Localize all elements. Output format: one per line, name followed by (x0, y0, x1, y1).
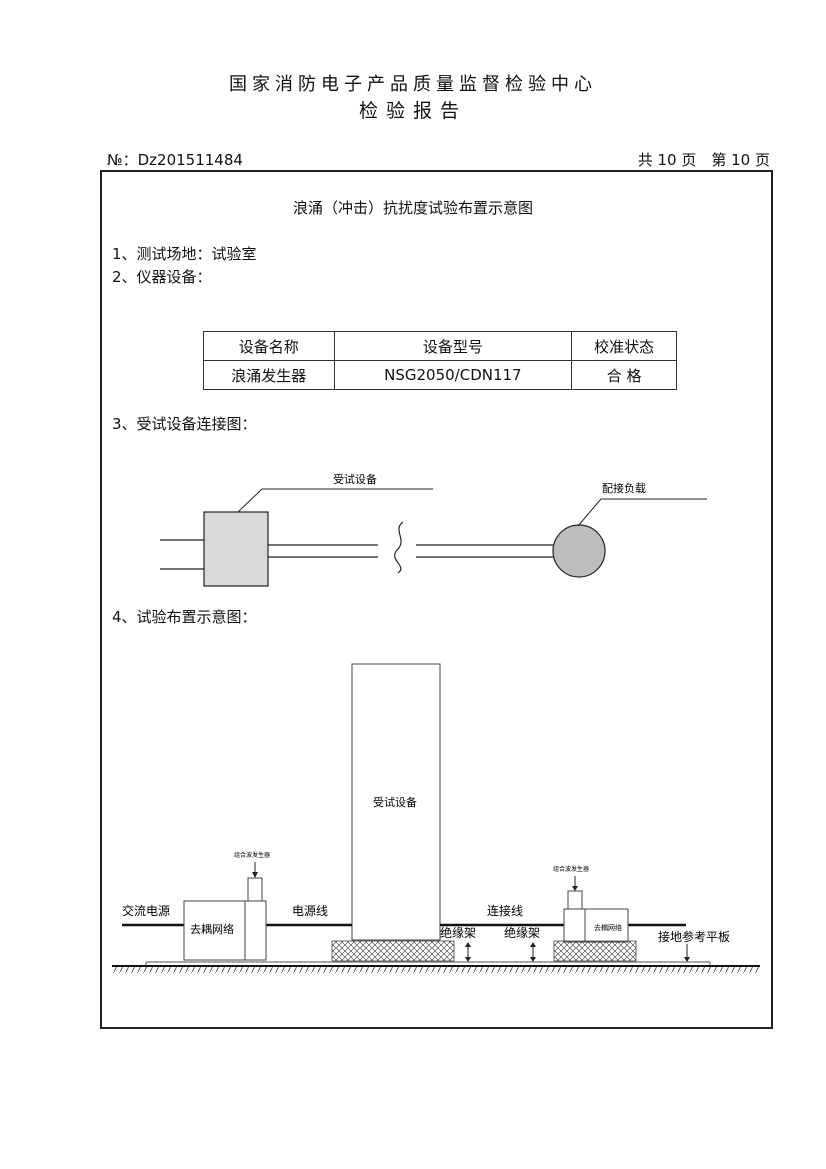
load-circle (552, 524, 606, 578)
equipment-table: 设备名称 设备型号 校准状态 浪涌发生器 NSG2050/CDN117 合 格 (203, 331, 677, 390)
generator-right-label: 组合波发生器 (553, 865, 589, 873)
arrow-down-icon (252, 872, 258, 878)
organization-name: 国家消防电子产品质量监督检验中心 (229, 74, 597, 95)
item-instruments: 2、仪器设备： (112, 268, 212, 286)
report-number: №：Dz201511484 (107, 151, 243, 169)
item-test-site: 1、测试场地：试验室 (112, 245, 257, 263)
ac-power-label: 交流电源 (122, 903, 170, 918)
table-cell: 浪涌发生器 (203, 360, 335, 390)
insulation-label-2: 绝缘架 (504, 925, 540, 940)
connection-line-label: 连接线 (487, 903, 523, 918)
insulation-support-right (553, 940, 637, 962)
decoupling-right-label: 去耦网络 (594, 923, 622, 932)
generator-left-box (247, 877, 263, 902)
layout-eut-box (351, 663, 441, 941)
table-header-cell: 设备型号 (333, 331, 573, 361)
load-label: 配接负载 (602, 481, 646, 495)
eut-label: 受试设备 (333, 472, 377, 486)
decoupling-left-box (183, 900, 267, 961)
ground-hatch (112, 967, 760, 973)
item-layout-diagram: 4、试验布置示意图： (112, 608, 257, 626)
power-line-label: 电源线 (292, 904, 328, 918)
generator-left-label: 组合波发生器 (234, 851, 270, 859)
content-frame (100, 170, 773, 1029)
table-cell: 合 格 (571, 360, 677, 390)
insulation-support-left (331, 940, 455, 962)
section-title: 浪涌（冲击）抗扰度试验布置示意图 (292, 199, 533, 217)
table-header-cell: 校准状态 (571, 331, 677, 361)
layout-eut-label: 受试设备 (373, 795, 417, 809)
report-title: 检验报告 (358, 100, 467, 122)
generator-right-box (567, 890, 583, 910)
decoupling-left-label: 去耦网络 (190, 922, 234, 936)
layout-diagram: 受试设备 组合波发生器 去耦网络 组合波发生器 去耦网络 (112, 663, 760, 973)
table-row: 浪涌发生器 NSG2050/CDN117 合 格 (203, 360, 677, 390)
eut-box (203, 511, 269, 587)
ground-plane-label: 接地参考平板 (658, 929, 730, 944)
table-cell: NSG2050/CDN117 (333, 360, 573, 390)
connection-diagram: 受试设备 配接负载 (160, 472, 707, 587)
insulation-label-1: 绝缘架 (440, 925, 476, 940)
page-info: 共 10 页 第 10 页 (637, 151, 770, 169)
arrow-down-icon (572, 886, 578, 891)
cable-break-icon (394, 521, 404, 574)
item-connection-diagram: 3、受试设备连接图： (112, 415, 257, 433)
